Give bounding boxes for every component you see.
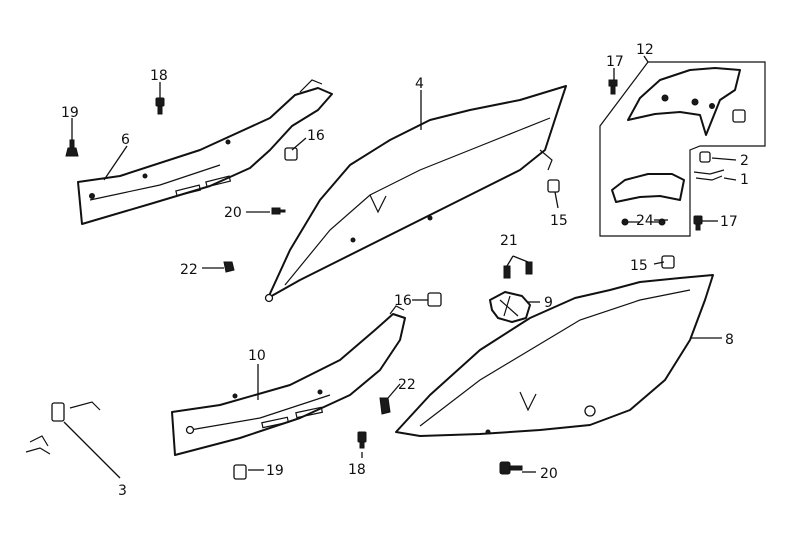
label-part-20b: 20 xyxy=(540,466,558,482)
label-part-2: 2 xyxy=(740,153,749,169)
hardware-19a-screw xyxy=(65,139,79,157)
hardware-15a-nut xyxy=(547,179,560,193)
label-part-22b: 22 xyxy=(398,377,416,393)
part-12-group-box xyxy=(599,61,766,237)
label-part-16b: 16 xyxy=(394,293,412,309)
hardware-16b-nut xyxy=(427,292,442,307)
hardware-20b-bolt xyxy=(499,461,523,475)
label-part-17b: 17 xyxy=(720,214,738,230)
part-labels: 19 18 6 16 20 22 4 15 17 12 2 1 24 17 15… xyxy=(61,42,749,499)
label-part-15b: 15 xyxy=(630,258,648,274)
hardware-19b-clip xyxy=(233,464,247,480)
label-part-12: 12 xyxy=(636,42,654,58)
hardware-18b-bolt xyxy=(357,431,367,449)
label-part-4: 4 xyxy=(415,76,424,92)
hardware-16a-nut xyxy=(284,147,298,161)
label-part-1: 1 xyxy=(740,172,749,188)
leader-lines xyxy=(63,55,737,479)
label-part-19b: 19 xyxy=(266,463,284,479)
part-3-clip xyxy=(25,401,101,455)
part-8-side-cover xyxy=(395,274,714,437)
label-part-19a: 19 xyxy=(61,105,79,121)
hardware-20a-screw xyxy=(271,207,286,215)
label-part-17a: 17 xyxy=(606,54,624,70)
part-6-side-rail xyxy=(77,79,333,225)
hardware-2-nut xyxy=(699,151,711,163)
hardware-1-clip xyxy=(693,169,725,181)
label-part-21: 21 xyxy=(500,233,518,249)
label-part-9: 9 xyxy=(544,295,553,311)
part-9-bracket xyxy=(489,291,531,323)
hardware-17a-screw xyxy=(608,79,618,95)
label-part-24: 24 xyxy=(636,213,654,229)
label-part-20a: 20 xyxy=(224,205,242,221)
label-part-16a: 16 xyxy=(307,128,325,144)
label-part-6: 6 xyxy=(121,132,130,148)
label-part-15a: 15 xyxy=(550,213,568,229)
hardware-18a-bolt xyxy=(155,97,165,115)
label-part-10: 10 xyxy=(248,348,266,364)
hardware-22a-pin xyxy=(223,261,235,273)
label-part-18b: 18 xyxy=(348,462,366,478)
label-part-22a: 22 xyxy=(180,262,198,278)
label-part-3: 3 xyxy=(118,483,127,499)
label-part-18a: 18 xyxy=(150,68,168,84)
hardware-22b-pin xyxy=(379,397,391,415)
hardware-17b-screw xyxy=(693,215,703,231)
hardware-21-screws xyxy=(503,255,533,279)
label-part-8: 8 xyxy=(725,332,734,348)
part-4-center-side-cover xyxy=(264,85,567,303)
part-10-side-rail xyxy=(171,305,406,456)
